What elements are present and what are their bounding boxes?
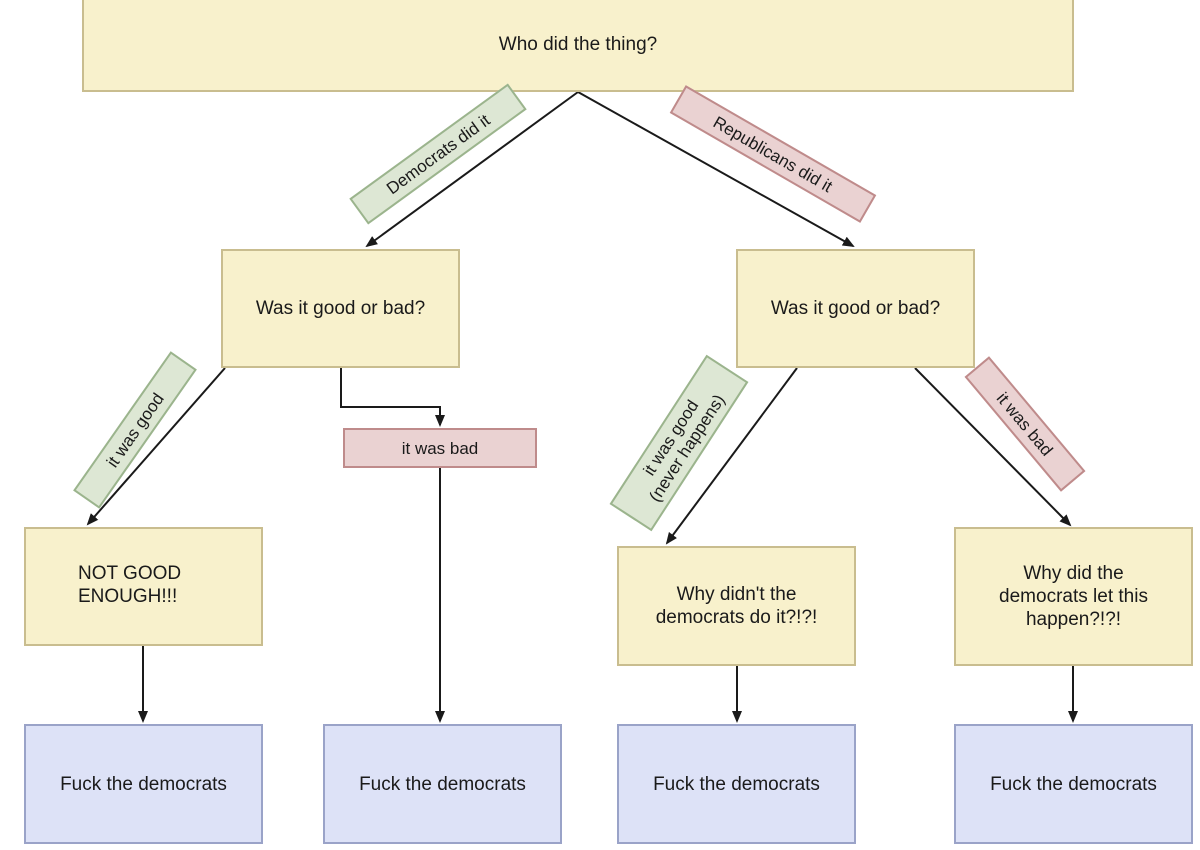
outcome-box-3: Fuck the democrats: [617, 724, 856, 844]
outcome-box-4: Fuck the democrats: [954, 724, 1193, 844]
outcome-text-2: Fuck the democrats: [359, 773, 526, 795]
root-question-text: Who did the thing?: [498, 33, 658, 55]
edge-left-question-to-bad-label: [340, 368, 445, 427]
edge-root-to-left-question: [365, 91, 579, 248]
not-good-enough-box: NOT GOOD ENOUGH!!!: [24, 527, 263, 646]
right-question-box: Was it good or bad?: [736, 249, 975, 368]
root-question-box: Who did the thing?: [82, 0, 1074, 92]
why-let-box: Why did the democrats let this happen?!?…: [954, 527, 1193, 666]
left-question-text: Was it good or bad?: [255, 298, 426, 319]
edge-right-question-to-why-let: [914, 367, 1072, 527]
outcome-text-3: Fuck the democrats: [653, 773, 820, 795]
right-question-text: Was it good or bad?: [770, 298, 941, 319]
outcome-text-1: Fuck the democrats: [60, 773, 227, 795]
why-didnt-box: Why didn't the democrats do it?!?!: [617, 546, 856, 666]
not-good-enough-text: NOT GOOD ENOUGH!!!: [78, 563, 182, 607]
outcome-text-4: Fuck the democrats: [990, 773, 1157, 795]
outcome-box-2: Fuck the democrats: [323, 724, 562, 844]
edge-left-question-to-not-good-enough: [86, 367, 226, 526]
why-let-text: Why did the democrats let this happen?!?…: [999, 563, 1148, 630]
edge-root-to-right-question: [577, 91, 855, 247]
label-left-it-was-bad: it was bad: [343, 428, 537, 468]
outcome-box-1: Fuck the democrats: [24, 724, 263, 844]
why-didnt-text: Why didn't the democrats do it?!?!: [655, 584, 818, 628]
left-question-box: Was it good or bad?: [221, 249, 460, 368]
edge-right-question-to-why-didnt: [665, 367, 798, 545]
